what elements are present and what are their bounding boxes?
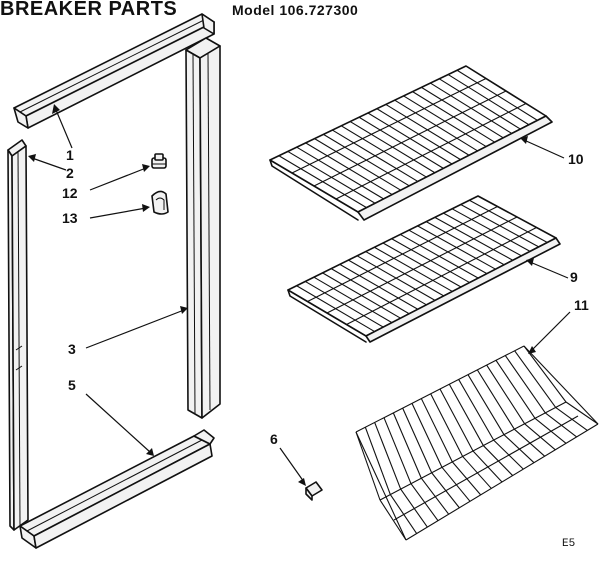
callout-10: 10 — [568, 151, 584, 167]
part-10-upper-wire-shelf — [269, 65, 553, 221]
basket-front-wire — [431, 472, 460, 509]
basket-front-wire — [420, 477, 450, 515]
basket-front-wire — [379, 499, 407, 541]
part-5-bottom-breaker-strip — [19, 429, 215, 549]
leader-1 — [55, 109, 73, 149]
basket-front-wire — [565, 401, 599, 425]
leader-9-arrowhead — [526, 258, 534, 266]
leader-9 — [529, 261, 569, 279]
leader-6-arrowhead — [298, 478, 306, 486]
basket-back-wire — [420, 398, 453, 463]
basket-side-rail — [355, 431, 407, 541]
basket-front-wire — [513, 428, 546, 457]
leader-2 — [31, 157, 67, 171]
basket-back-wire — [364, 427, 391, 495]
leader-6 — [279, 447, 305, 483]
leader-10-arrowhead — [520, 136, 528, 144]
callout-3: 3 — [68, 341, 76, 357]
leader-1-arrowhead — [52, 104, 60, 114]
basket-front-wire — [472, 450, 503, 483]
basket-front-wire — [389, 494, 418, 534]
basket-back-wire — [458, 379, 495, 441]
callout-6: 6 — [270, 431, 278, 447]
basket-front-wire — [462, 456, 492, 489]
shelf-long-wire — [313, 90, 507, 187]
basket-back-wire — [523, 345, 567, 403]
part-1-top-breaker-strip — [13, 13, 215, 129]
leader-3-arrowhead — [180, 306, 188, 314]
basket-front-wire — [493, 439, 524, 470]
callout-13: 13 — [62, 210, 78, 226]
basket-back-wire — [504, 355, 546, 414]
basket-back-wire — [486, 364, 526, 425]
part-3-right-breaker-strip — [185, 37, 221, 419]
basket-back-wire — [439, 388, 474, 452]
leader-3 — [85, 309, 185, 349]
basket-back-wire — [374, 422, 402, 490]
shelf-long-wire — [335, 103, 527, 200]
leader-12-arrowhead — [142, 164, 150, 172]
basket-front-wire — [441, 466, 471, 502]
leader-5-arrowhead — [146, 448, 154, 456]
leader-10 — [523, 139, 565, 159]
basket-bottom-rail — [393, 415, 579, 521]
part-11-wire-basket — [355, 345, 599, 541]
basket-front-wire — [503, 434, 535, 464]
part-12-clip — [151, 153, 167, 169]
basket-front-wire — [524, 423, 556, 451]
shelf-long-wire — [346, 227, 537, 325]
basket-back-wire — [411, 403, 443, 468]
callout-2: 2 — [66, 165, 74, 181]
basket-back-wire — [448, 383, 484, 446]
basket-front-wire — [451, 461, 482, 496]
basket-back-wire — [402, 407, 433, 474]
shelf-long-wire — [307, 206, 498, 302]
part-9-middle-wire-shelf — [287, 195, 561, 343]
model-number: Model 106.727300 — [232, 2, 359, 18]
basket-back-wire — [392, 412, 422, 479]
leader-2-arrowhead — [28, 154, 36, 162]
basket-back-wire — [495, 360, 536, 419]
basket-back-wire — [467, 374, 505, 435]
basket-front-wire — [544, 412, 578, 438]
leader-lines — [28, 104, 571, 486]
basket-back-wire — [355, 431, 381, 501]
diagram-title: BREAKER PARTS — [0, 0, 178, 20]
leader-11-arrowhead — [528, 346, 536, 354]
callout-11: 11 — [574, 297, 589, 313]
leader-11 — [531, 311, 571, 351]
basket-back-wire — [430, 393, 464, 457]
callout-5: 5 — [68, 377, 76, 393]
basket-front-wire — [400, 488, 428, 528]
shelf-long-wire — [326, 216, 518, 314]
basket-side-rail — [523, 345, 599, 425]
shelf-long-wire — [291, 78, 487, 174]
basket-front-wire — [410, 483, 439, 521]
basket-back-wire — [383, 417, 412, 484]
callout-12: 12 — [62, 185, 78, 201]
leader-13 — [89, 207, 147, 219]
diagram-code: E5 — [562, 538, 576, 550]
callout-9: 9 — [570, 269, 578, 285]
leader-12 — [89, 167, 147, 191]
basket-front-wire — [534, 417, 567, 444]
leader-13-arrowhead — [142, 204, 150, 212]
basket-back-wire — [476, 369, 515, 430]
basket-front-wire — [555, 406, 588, 431]
basket-front-wire — [482, 445, 514, 476]
leader-5 — [85, 393, 151, 453]
callout-1: 1 — [66, 147, 74, 163]
part-2-left-breaker-strip — [7, 139, 29, 531]
part-13-bracket — [151, 190, 169, 215]
basket-back-wire — [514, 350, 557, 408]
part-6-spacer — [305, 481, 323, 501]
